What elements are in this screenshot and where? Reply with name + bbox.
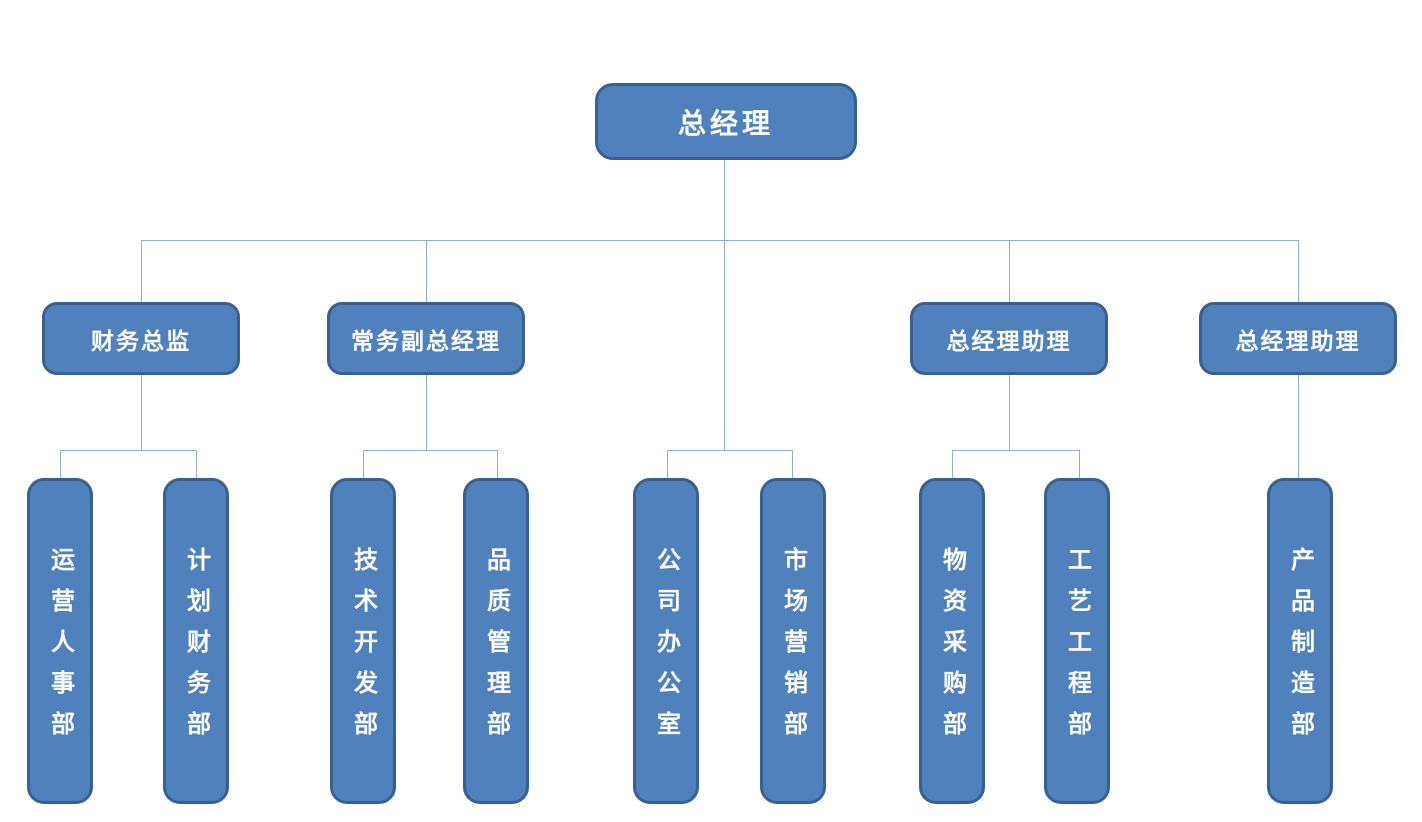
connector-line: [667, 450, 668, 478]
org-node-dept-company-office: 公司办公室: [633, 478, 699, 804]
connector-line: [141, 240, 142, 302]
connector-line: [792, 450, 793, 478]
connector-line: [60, 450, 61, 478]
org-node-gm-assistant-2: 总经理助理: [1199, 302, 1397, 375]
connector-line: [60, 450, 196, 451]
org-node-gm-assistant-1: 总经理助理: [910, 302, 1108, 375]
connector-line: [141, 240, 1298, 241]
org-node-general-manager: 总经理: [595, 83, 857, 160]
connector-line: [1079, 450, 1080, 478]
org-node-dept-quality-management: 品质管理部: [463, 478, 529, 804]
connector-line: [1298, 374, 1299, 478]
org-node-executive-deputy-gm: 常务副总经理: [327, 302, 525, 375]
connector-line: [426, 374, 427, 450]
connector-line: [141, 374, 142, 450]
connector-line: [1009, 240, 1010, 302]
connector-line: [426, 240, 427, 302]
connector-line: [1298, 240, 1299, 302]
connector-line: [497, 450, 498, 478]
connector-line: [724, 160, 725, 450]
connector-line: [1009, 374, 1010, 450]
connector-line: [363, 450, 497, 451]
org-node-dept-materials-procurement: 物资采购部: [919, 478, 985, 804]
org-node-finance-director: 财务总监: [42, 302, 240, 375]
org-node-dept-planning-finance: 计划财务部: [163, 478, 229, 804]
org-node-dept-tech-development: 技术开发部: [330, 478, 396, 804]
org-node-dept-process-engineering: 工艺工程部: [1044, 478, 1110, 804]
connector-line: [667, 450, 792, 451]
org-node-dept-operations-hr: 运营人事部: [27, 478, 93, 804]
connector-line: [363, 450, 364, 478]
connector-line: [952, 450, 1079, 451]
org-node-dept-product-manufacturing: 产品制造部: [1267, 478, 1333, 804]
org-node-dept-marketing: 市场营销部: [760, 478, 826, 804]
connector-line: [952, 450, 953, 478]
connector-line: [196, 450, 197, 478]
